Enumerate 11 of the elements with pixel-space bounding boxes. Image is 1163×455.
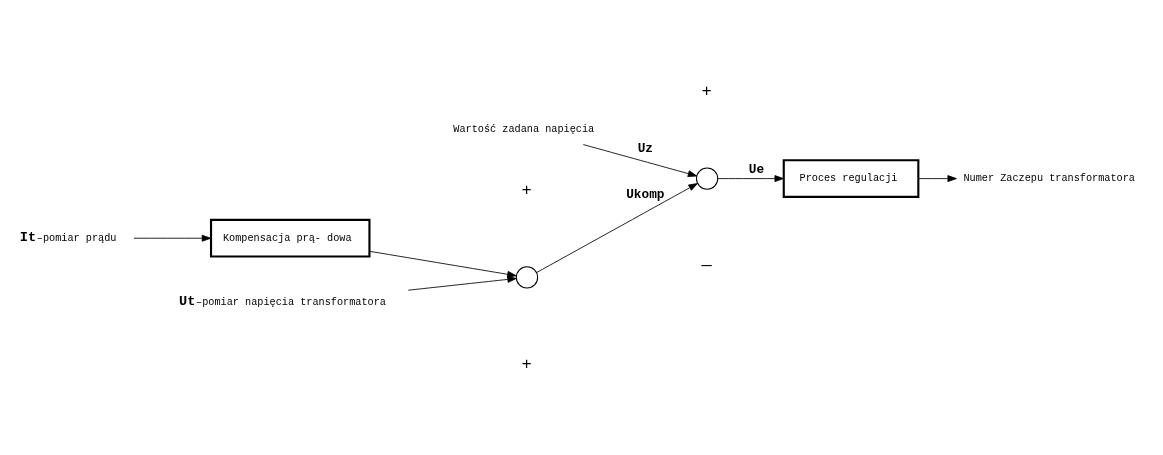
node-text: Ut–pomiar napięcia transformatora	[179, 293, 386, 309]
node-text: Numer Zaczepu transformatora	[963, 171, 1135, 184]
label: +	[521, 180, 532, 200]
label: +	[521, 354, 532, 374]
node-text: Wartość zadana napięcia	[453, 122, 595, 135]
label: +	[701, 81, 712, 101]
edge-label: Ukomp	[626, 186, 665, 202]
node-text: It–pomiar prądu	[19, 229, 117, 245]
edge-label: Uz	[637, 140, 654, 156]
label: —	[701, 255, 712, 275]
edge-label: Ue	[748, 161, 765, 177]
